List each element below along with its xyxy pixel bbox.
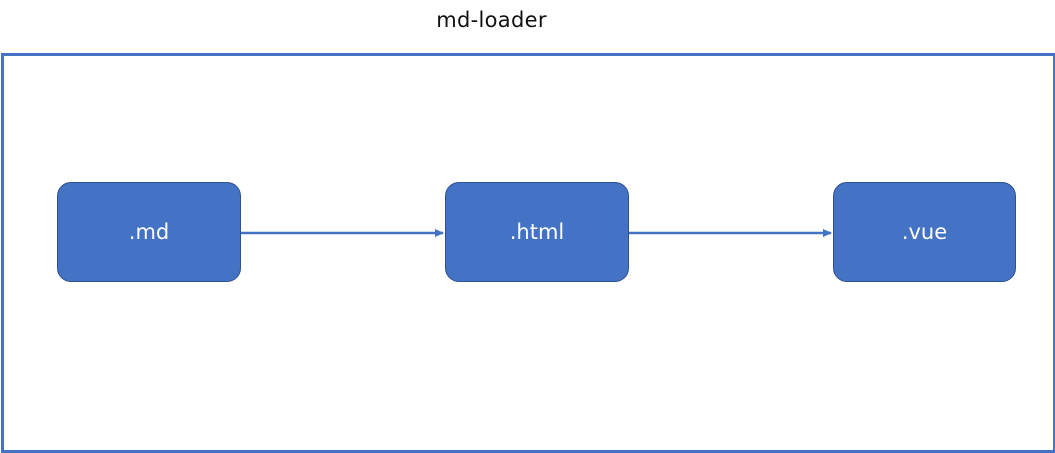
node-md: .md xyxy=(57,182,241,282)
node-html-label: .html xyxy=(509,220,565,244)
node-html: .html xyxy=(445,182,629,282)
node-vue: .vue xyxy=(833,182,1016,282)
node-md-label: .md xyxy=(128,220,170,244)
node-vue-label: .vue xyxy=(901,220,948,244)
diagram-title: md-loader xyxy=(436,8,547,32)
